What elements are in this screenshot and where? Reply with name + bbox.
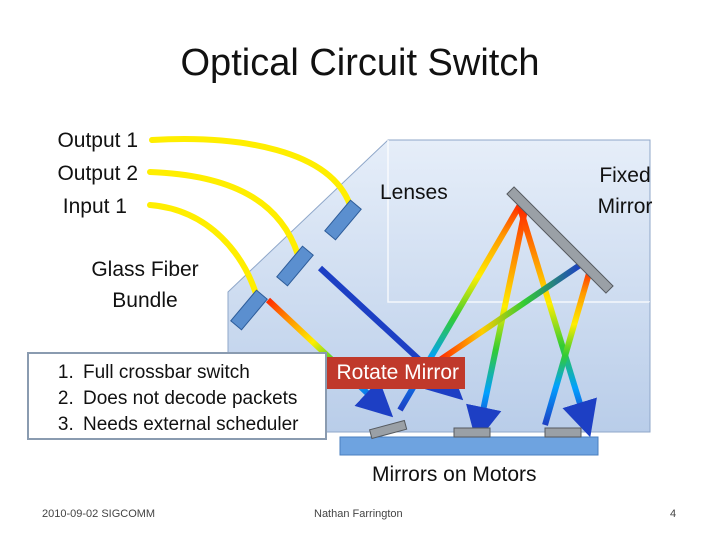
slide-title: Optical Circuit Switch [180, 42, 540, 84]
fiber-output-1 [149, 136, 353, 208]
port-label-output-1: Output 1 [57, 129, 138, 152]
motor-mirror-3 [544, 427, 582, 438]
motors-label: Mirrors on Motors [372, 463, 537, 486]
fixed-mirror-label: Fixed Mirror [580, 160, 670, 222]
lens-3 [230, 289, 268, 331]
footer-date-venue: 2010-09-02 SIGCOMM [42, 508, 156, 520]
switch-housing-back-edge [387, 140, 650, 303]
glass-fiber-label-line-1: Glass Fiber [91, 258, 199, 281]
port-label-input-1: Input 1 [62, 195, 127, 218]
glass-fiber-label-line-2: Bundle [112, 289, 178, 312]
lenses-label: Lenses [380, 181, 448, 204]
motor-mirror-2 [453, 427, 491, 438]
feature-callout: Full crossbar switch Does not decode pac… [27, 352, 327, 440]
port-labels: Output 1 Output 2 Input 1 [20, 124, 138, 223]
port-label-output-2: Output 2 [57, 162, 138, 185]
fiber-input-1 [147, 202, 261, 303]
rotating-mirror [368, 419, 408, 440]
rotate-mirror-label: Rotate Mirror [325, 357, 465, 389]
page-number: 4 [670, 508, 677, 520]
feature-item-1: Full crossbar switch [79, 360, 325, 386]
fixed-mirror [506, 186, 614, 294]
lens-1 [324, 199, 362, 241]
motor-base [339, 436, 599, 456]
fiber-output-2 [147, 169, 301, 258]
fixed-mirror-label-line-1: Fixed [599, 164, 651, 187]
lens-2 [276, 245, 314, 287]
beam-green-diag [438, 262, 582, 363]
beam-motor-up-2 [542, 269, 593, 426]
beam-fixed-cross [517, 207, 597, 438]
feature-item-2: Does not decode packets [79, 386, 325, 412]
feature-item-3: Needs external scheduler [79, 412, 325, 438]
glass-fiber-label: Glass Fiber Bundle [80, 254, 210, 316]
feature-list: Full crossbar switch Does not decode pac… [35, 360, 325, 438]
fixed-mirror-label-line-2: Mirror [597, 195, 653, 218]
footer-author: Nathan Farrington [314, 508, 403, 520]
